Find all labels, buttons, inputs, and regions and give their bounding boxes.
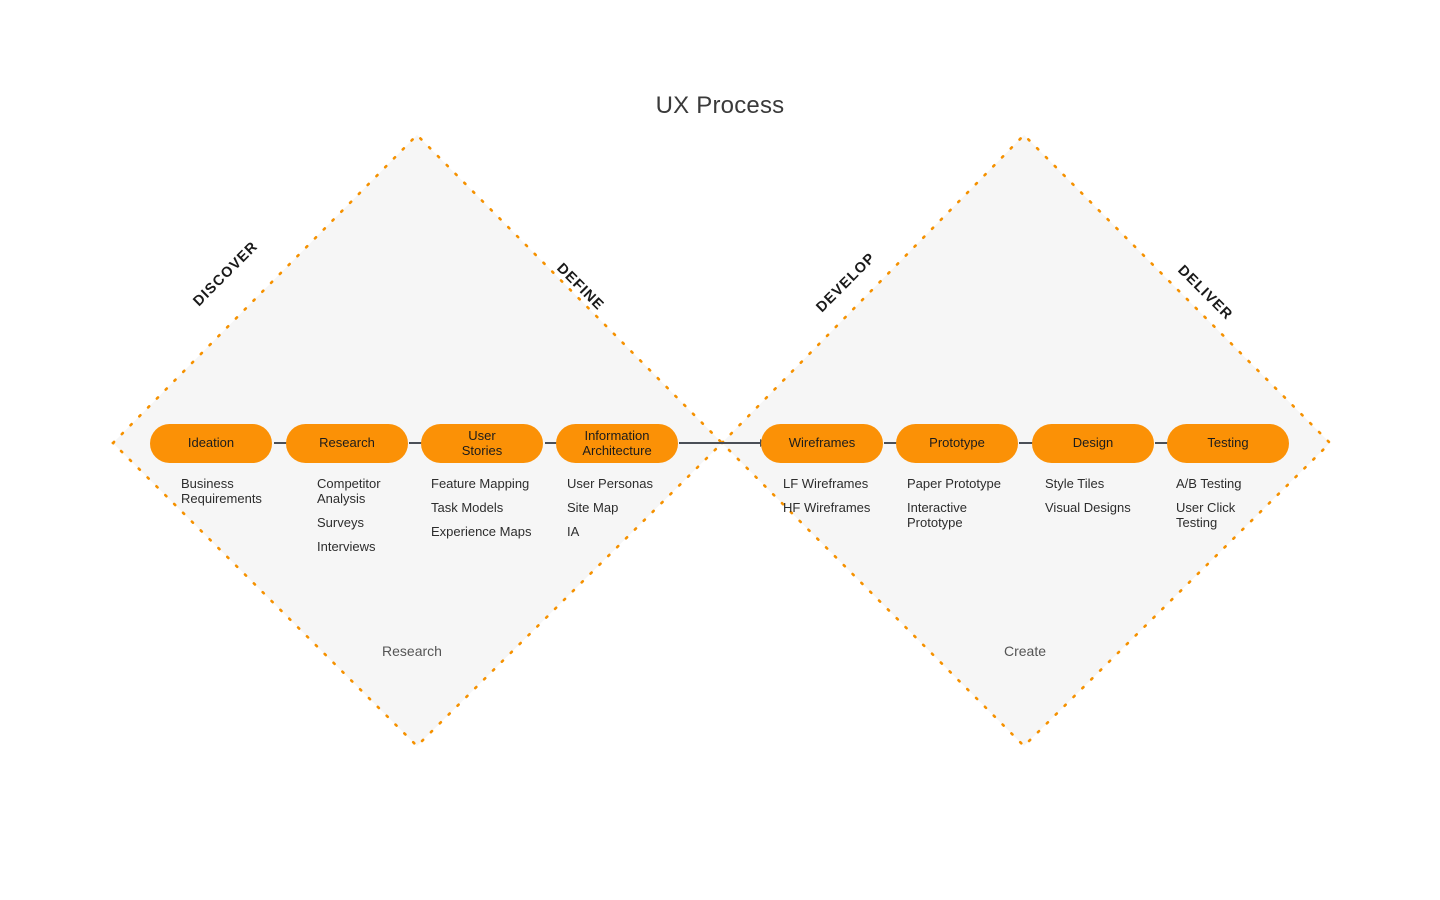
stage-testing: Testing A/B Testing User Click Testing	[1167, 424, 1306, 539]
stage-information-architecture: Information Architecture User Personas S…	[556, 424, 697, 548]
stage-prototype: Prototype Paper Prototype Interactive Pr…	[896, 424, 1037, 539]
stage-items-information-architecture: User Personas Site Map IA	[567, 476, 697, 539]
list-item: Visual Designs	[1045, 500, 1131, 516]
stage-items-prototype: Paper Prototype Interactive Prototype	[907, 476, 1037, 530]
list-item: Feature Mapping	[431, 476, 530, 491]
stage-research: Research Competitor Analysis Surveys Int…	[286, 424, 435, 563]
list-item: User Personas	[567, 476, 653, 491]
list-item: LF Wireframes	[783, 476, 869, 491]
stage-node-design[interactable]: Design	[1032, 424, 1154, 463]
area-caption-create: Create	[1003, 643, 1047, 659]
stage-items-ideation: Business Requirements	[181, 476, 299, 506]
stage-node-prototype[interactable]: Prototype	[896, 424, 1018, 463]
area-caption-research: Research	[382, 643, 442, 659]
stage-title-line: Prototype	[929, 435, 985, 451]
stage-ideation: Ideation Business Requirements	[150, 424, 299, 515]
diamond-create	[720, 133, 1332, 748]
stage-node-testing[interactable]: Testing	[1167, 424, 1289, 463]
list-item: Experience Maps	[431, 524, 532, 540]
diamond-research	[111, 133, 724, 748]
list-item: Paper Prototype	[907, 476, 1001, 491]
stage-items-research: Competitor Analysis Surveys Interviews	[317, 476, 435, 554]
stage-user-stories: User Stories Feature Mapping Task Models…	[421, 424, 571, 548]
list-item: Task Models	[431, 500, 504, 516]
list-item: Site Map	[567, 500, 619, 516]
stage-title-line: Design	[1072, 435, 1114, 451]
stage-title-line: Research	[319, 435, 375, 451]
stage-items-user-stories: Feature Mapping Task Models Experience M…	[431, 476, 571, 539]
stage-title-line: Testing	[1207, 435, 1249, 451]
list-item: Surveys	[317, 515, 364, 531]
stage-title-line: Information	[584, 427, 650, 443]
stage-node-information-architecture[interactable]: Information Architecture	[556, 424, 678, 463]
list-item: Competitor Analysis	[317, 476, 381, 507]
list-item: Style Tiles	[1045, 476, 1105, 491]
stage-items-design: Style Tiles Visual Designs	[1045, 476, 1175, 515]
stage-node-ideation[interactable]: Ideation	[150, 424, 272, 463]
list-item: HF Wireframes	[783, 500, 871, 516]
list-item: IA	[567, 524, 580, 540]
stage-node-user-stories[interactable]: User Stories	[421, 424, 543, 463]
stage-title-line: User	[468, 427, 496, 443]
stage-items-testing: A/B Testing User Click Testing	[1176, 476, 1306, 530]
stage-title-line: Wireframes	[788, 435, 856, 451]
stage-node-wireframes[interactable]: Wireframes	[761, 424, 883, 463]
list-item: Interviews	[317, 539, 376, 555]
list-item: Interactive Prototype	[907, 500, 967, 531]
stage-title-line: Architecture	[582, 442, 652, 458]
stage-title-line: Stories	[461, 442, 503, 458]
stage-design: Design Style Tiles Visual Designs	[1032, 424, 1175, 524]
list-item: Business Requirements	[181, 476, 262, 507]
stage-title-line: Ideation	[187, 435, 235, 451]
stage-items-wireframes: LF Wireframes HF Wireframes	[783, 476, 913, 515]
stage-wireframes: Wireframes LF Wireframes HF Wireframes	[761, 424, 913, 524]
list-item: A/B Testing	[1176, 476, 1242, 491]
page-title: UX Process	[655, 92, 785, 119]
list-item: User Click Testing	[1176, 500, 1236, 531]
stage-node-research[interactable]: Research	[286, 424, 408, 463]
